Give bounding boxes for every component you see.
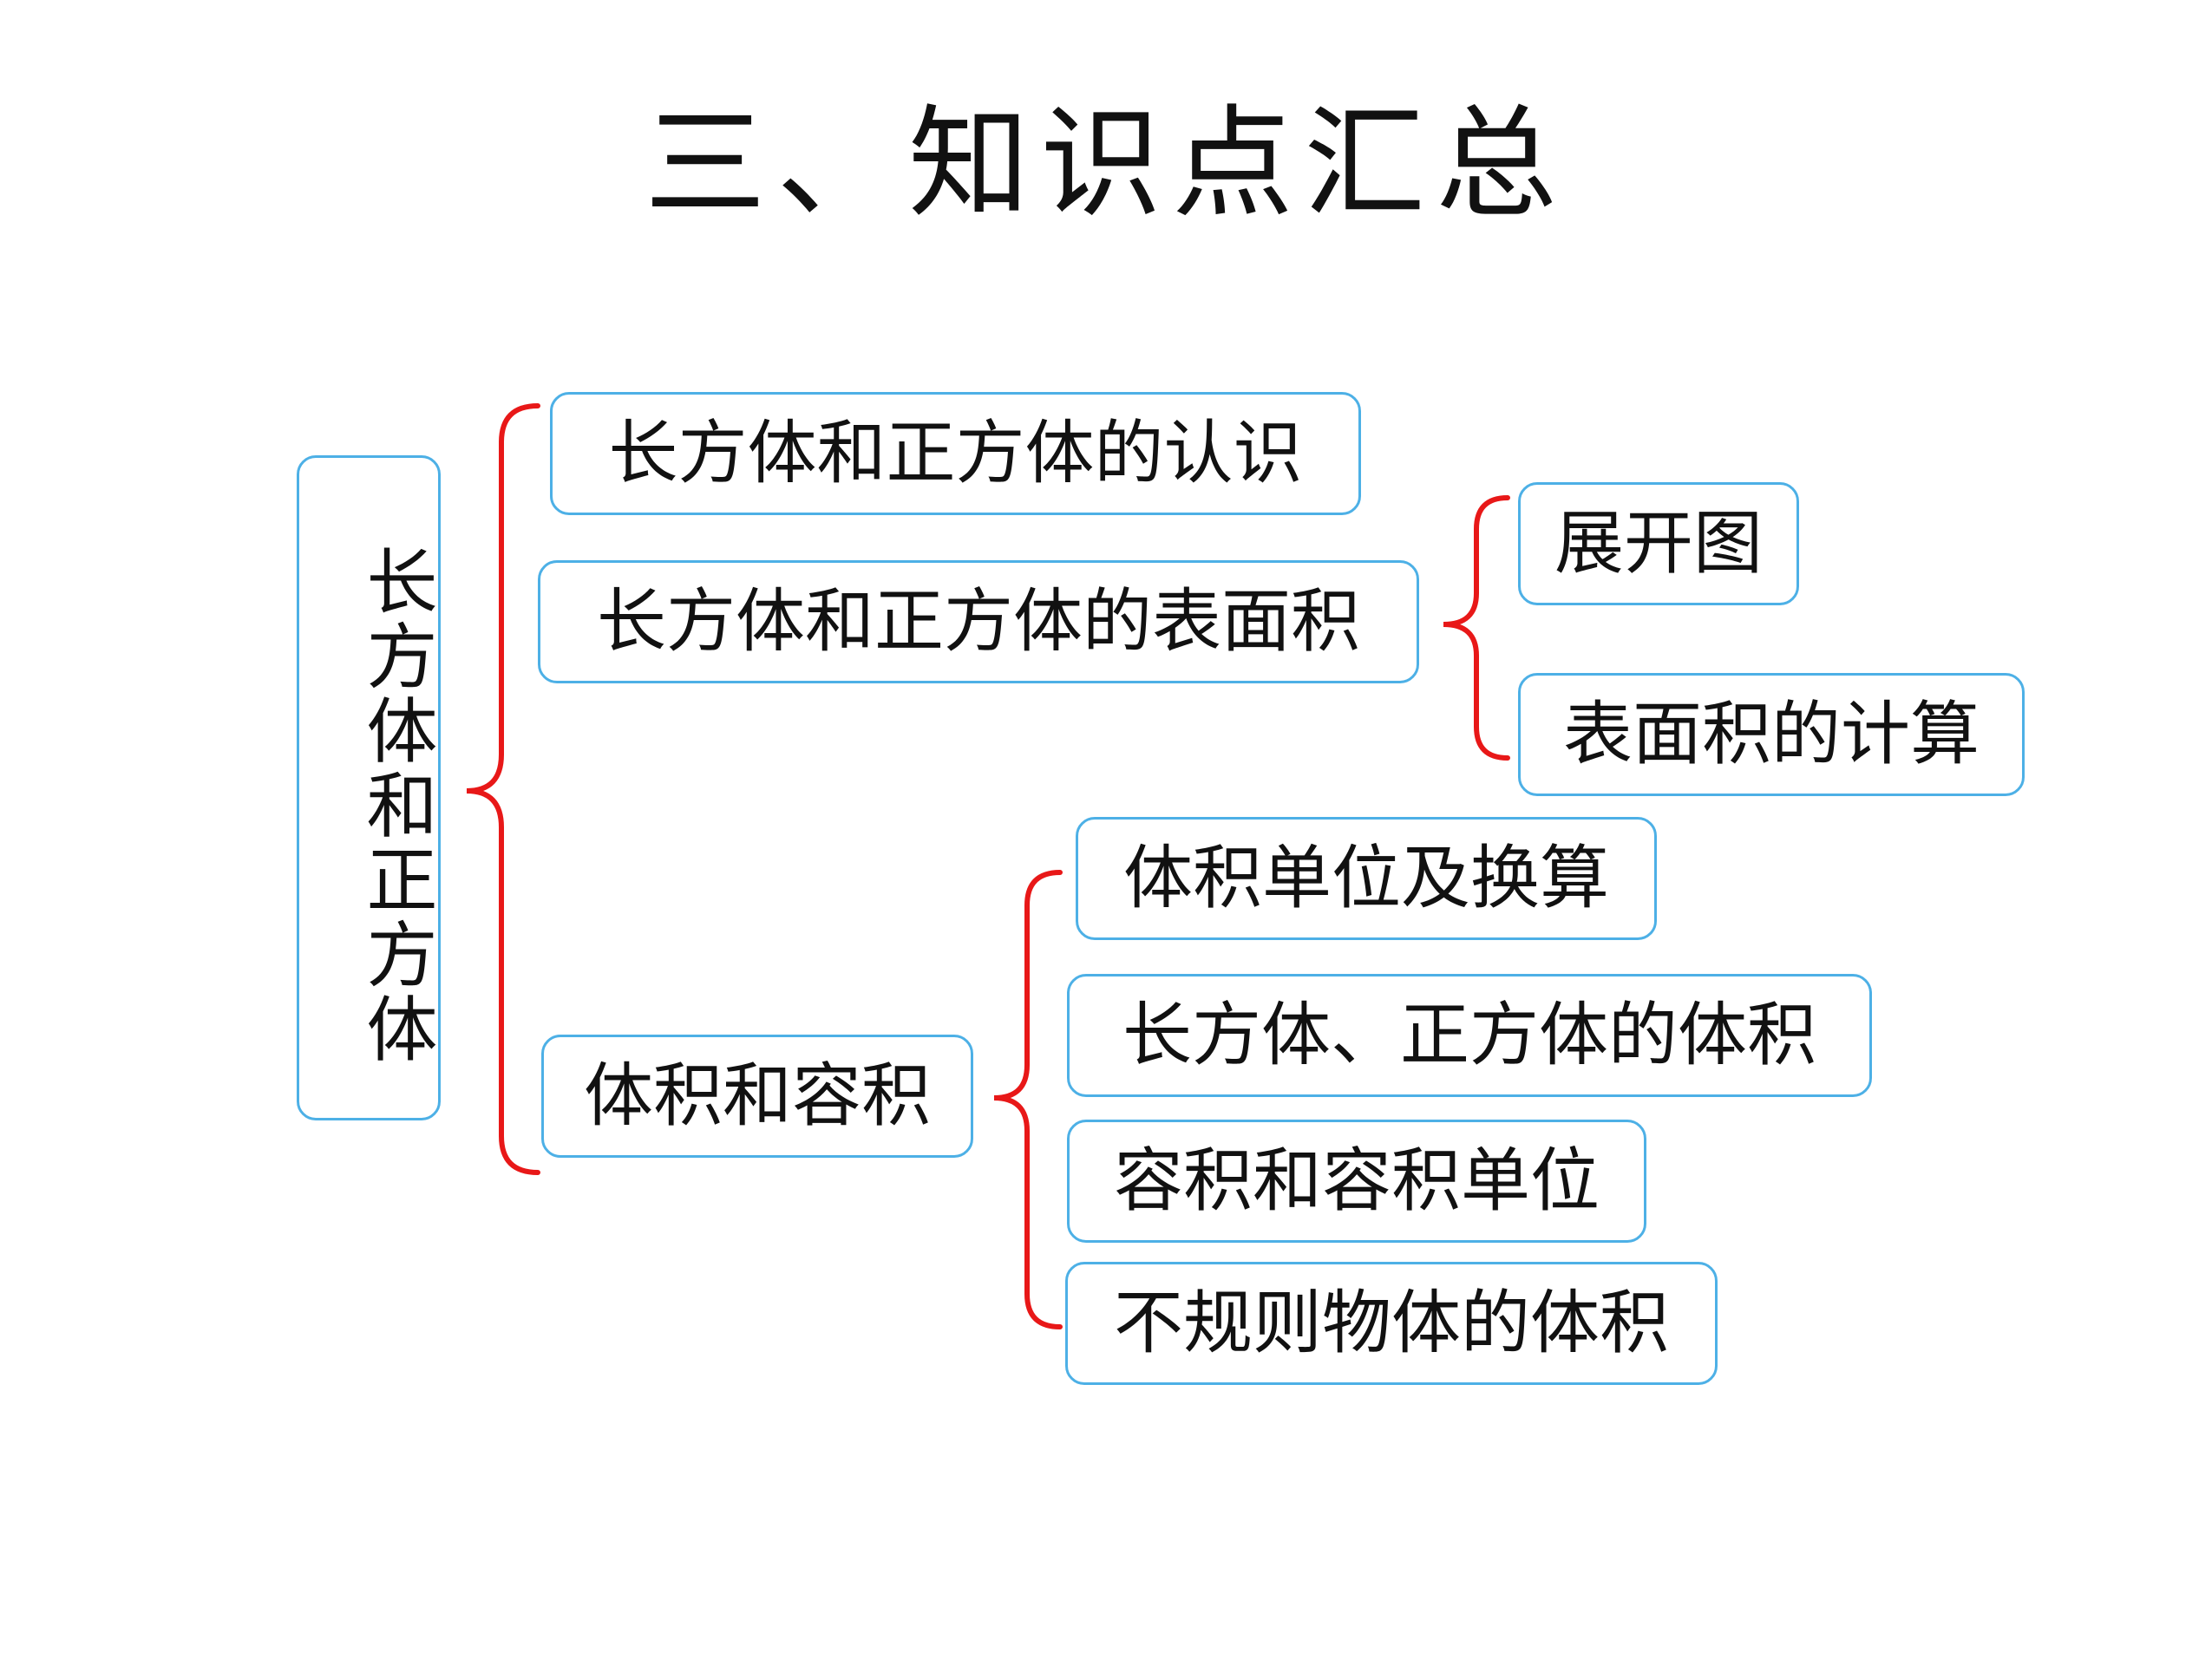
root-node: 长方体和正方体 — [297, 455, 441, 1120]
node-capacity-units: 容积和容积单位 — [1067, 1120, 1646, 1243]
node-irregular-volume: 不规则物体的体积 — [1065, 1262, 1718, 1385]
volume-brace — [993, 870, 1063, 1329]
root-brace — [466, 403, 540, 1175]
page-title: 三、知识点汇总 — [644, 94, 1567, 235]
node-surface-area: 长方体和正方体的表面积 — [538, 560, 1419, 683]
node-cuboid-cube-volume: 长方体、正方体的体积 — [1067, 974, 1872, 1097]
node-volume-capacity: 体积和容积 — [541, 1035, 973, 1158]
node-unfolded-net: 展开图 — [1518, 482, 1799, 605]
surface-area-brace — [1443, 495, 1510, 761]
node-recognition: 长方体和正方体的认识 — [550, 392, 1361, 515]
node-surface-area-calc: 表面积的计算 — [1518, 673, 2025, 796]
node-volume-units: 体积单位及换算 — [1076, 817, 1657, 940]
